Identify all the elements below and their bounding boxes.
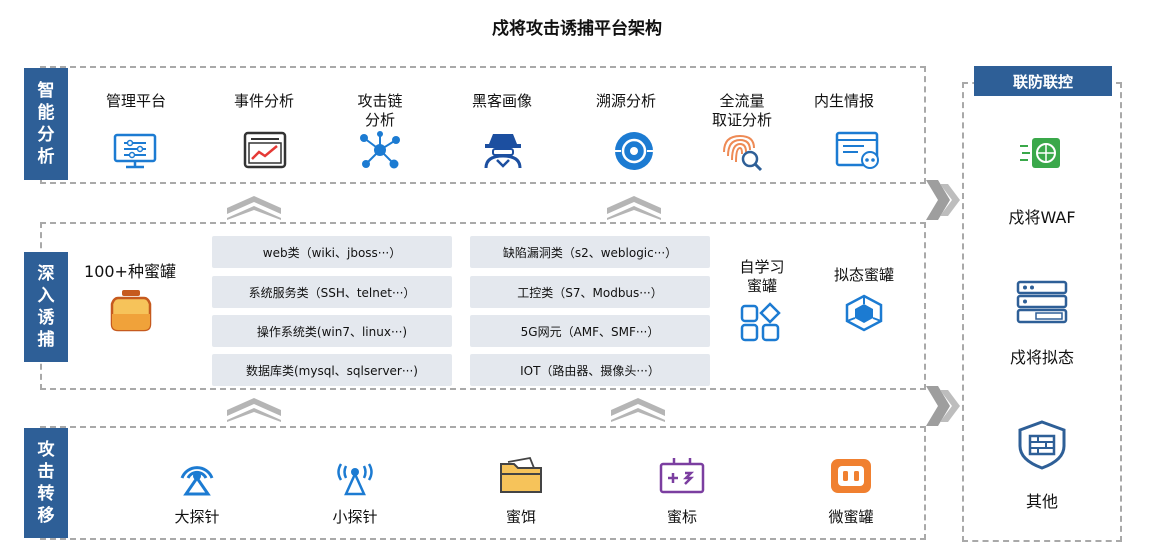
- honeypot-type-pill: web类（wiki、jboss···）: [212, 236, 452, 268]
- transfer-item-label: 蜜标: [666, 508, 697, 526]
- honeypot-type-pill: 缺陷漏洞类（s2、weblogic···）: [470, 236, 710, 268]
- attack-chain-icon: [356, 130, 404, 172]
- transfer-item-label: 小探针: [332, 508, 378, 526]
- analysis-item-label: 黑客画像: [471, 92, 532, 110]
- diagram-title: 戍将攻击诱捕平台架构: [492, 19, 662, 39]
- lure-tag: 深入诱捕: [24, 252, 68, 362]
- up-arrow-icon: [611, 394, 665, 422]
- event-chart-icon: [241, 130, 289, 170]
- analysis-item-label: 事件分析: [233, 92, 294, 110]
- intel-window-icon: [834, 130, 882, 170]
- fingerprint-icon: [718, 130, 764, 172]
- up-arrow-icon: [227, 394, 281, 422]
- small-probe-icon: [332, 456, 378, 496]
- honeypot-type-pill: 操作系统类(win7、linux···): [212, 315, 452, 347]
- honey-token-icon: [658, 456, 706, 496]
- mimic-honeypot-label: 拟态蜜罐: [833, 266, 894, 284]
- analysis-item-label: 攻击链 分析: [357, 92, 403, 129]
- up-arrow-icon: [607, 192, 661, 220]
- trace-target-icon: [611, 130, 657, 172]
- joint-defense-item-label: 其他: [1025, 492, 1058, 511]
- hacker-profile-icon: [480, 130, 526, 170]
- right-arrow-icon: [926, 180, 962, 220]
- shield-firewall-icon: [1016, 420, 1068, 470]
- analysis-item-label: 全流量 取证分析: [711, 92, 772, 129]
- monitor-settings-icon: [112, 132, 158, 170]
- transfer-item-label: 蜜饵: [505, 508, 536, 526]
- analysis-item-label: 溯源分析: [595, 92, 656, 110]
- analysis-item-label: 管理平台: [105, 92, 166, 110]
- mimic-server-icon: [1016, 280, 1068, 324]
- transfer-tag: 攻击转移: [24, 428, 68, 538]
- up-arrow-icon: [227, 192, 281, 220]
- self-learning-icon: [740, 302, 782, 342]
- honeypot-type-pill: 数据库类(mysql、sqlserver···): [212, 354, 452, 386]
- joint-defense-item-label: 戍将拟态: [1009, 348, 1074, 367]
- micro-honeypot-icon: [828, 456, 874, 496]
- bait-folder-icon: [498, 456, 544, 496]
- right-arrow-icon: [926, 386, 962, 426]
- honey-jar-icon: [106, 288, 156, 332]
- large-probe-icon: [174, 456, 220, 496]
- joint-defense-item-label: 戍将WAF: [1008, 208, 1076, 227]
- self-learning-label: 自学习 蜜罐: [739, 258, 785, 295]
- honeypot-type-pill: 系统服务类（SSH、telnet···）: [212, 276, 452, 308]
- honeypot-count: 100+种蜜罐: [84, 262, 176, 281]
- honeypot-type-pill: IOT（路由器、摄像头···）: [470, 354, 710, 386]
- transfer-item-label: 大探针: [174, 508, 220, 526]
- analysis-tag: 智能分析: [24, 68, 68, 180]
- honeypot-type-pill: 工控类（S7、Modbus···）: [470, 276, 710, 308]
- analysis-item-label: 内生情报: [813, 92, 874, 110]
- honeypot-type-pill: 5G网元（AMF、SMF···）: [470, 315, 710, 347]
- mimic-cube-icon: [843, 294, 885, 332]
- joint-defense-title: 联防联控: [974, 66, 1112, 96]
- transfer-item-label: 微蜜罐: [828, 508, 874, 526]
- waf-icon: [1018, 134, 1064, 172]
